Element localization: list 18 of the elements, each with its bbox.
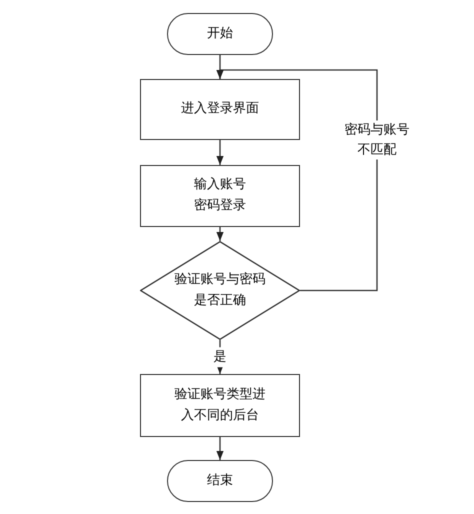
node-label: 进入登录界面 <box>180 100 260 118</box>
node-label: 验证账号与密码是否正确 <box>174 270 266 310</box>
edge-label: 密码与账号不匹配 <box>344 120 410 160</box>
decision-diamond <box>140 241 300 340</box>
arrow <box>216 140 224 165</box>
arrow <box>216 437 224 460</box>
node-label: 输入账号密码登录 <box>194 176 246 215</box>
process-box <box>140 79 300 140</box>
edge-label: 是 <box>212 347 228 367</box>
terminal-pill <box>167 13 273 55</box>
terminal-pill <box>167 460 273 502</box>
process-box <box>140 165 300 227</box>
process-box <box>140 374 300 437</box>
arrow <box>216 227 224 241</box>
node-label: 验证账号类型进入不同的后台 <box>174 386 266 424</box>
arrow <box>216 69 378 292</box>
node-label: 开始 <box>206 24 234 43</box>
node-label: 结束 <box>206 472 234 490</box>
